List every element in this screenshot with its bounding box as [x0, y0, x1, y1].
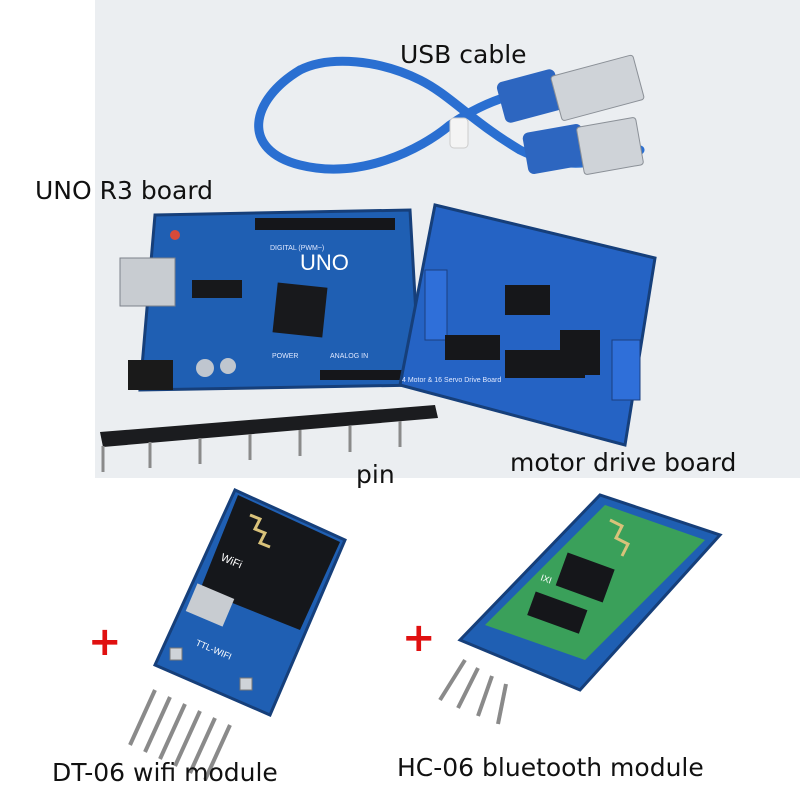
- usb-a-plug: [496, 54, 645, 123]
- motor-board-print: 4 Motor & 16 Servo Drive Board: [402, 377, 501, 384]
- usb-b-plug: [522, 117, 644, 175]
- uno-digital-text: DIGITAL (PWM~): [270, 245, 324, 252]
- uno-power-text: POWER: [272, 353, 298, 360]
- bt-chip-text: IXI: [539, 572, 553, 585]
- bluetooth-module-label: HC-06 bluetooth module: [397, 753, 704, 782]
- usb-cable: [254, 54, 645, 175]
- dt06-wifi-module: WiFi TTL-WIFI: [128, 488, 347, 781]
- hc06-bluetooth-module: IXI: [438, 493, 723, 725]
- usb-cable-label: USB cable: [400, 40, 527, 69]
- uno-board-label: UNO R3 board: [35, 176, 214, 205]
- pin-header-strip: [100, 405, 438, 472]
- motor-drive-board: 4 Motor & 16 Servo Drive Board: [398, 203, 657, 447]
- motor-board-label: motor drive board: [510, 448, 737, 477]
- uno-logo-text: UNO: [300, 250, 349, 275]
- pin-label: pin: [356, 460, 395, 489]
- uno-analog-text: ANALOG IN: [330, 353, 368, 360]
- wifi-module-label: DT-06 wifi module: [52, 758, 278, 787]
- uno-r3-board: UNO DIGITAL (PWM~) POWER ANALOG IN: [119, 208, 422, 392]
- plus-sign-right: +: [402, 615, 436, 661]
- plus-sign-left: +: [88, 619, 122, 665]
